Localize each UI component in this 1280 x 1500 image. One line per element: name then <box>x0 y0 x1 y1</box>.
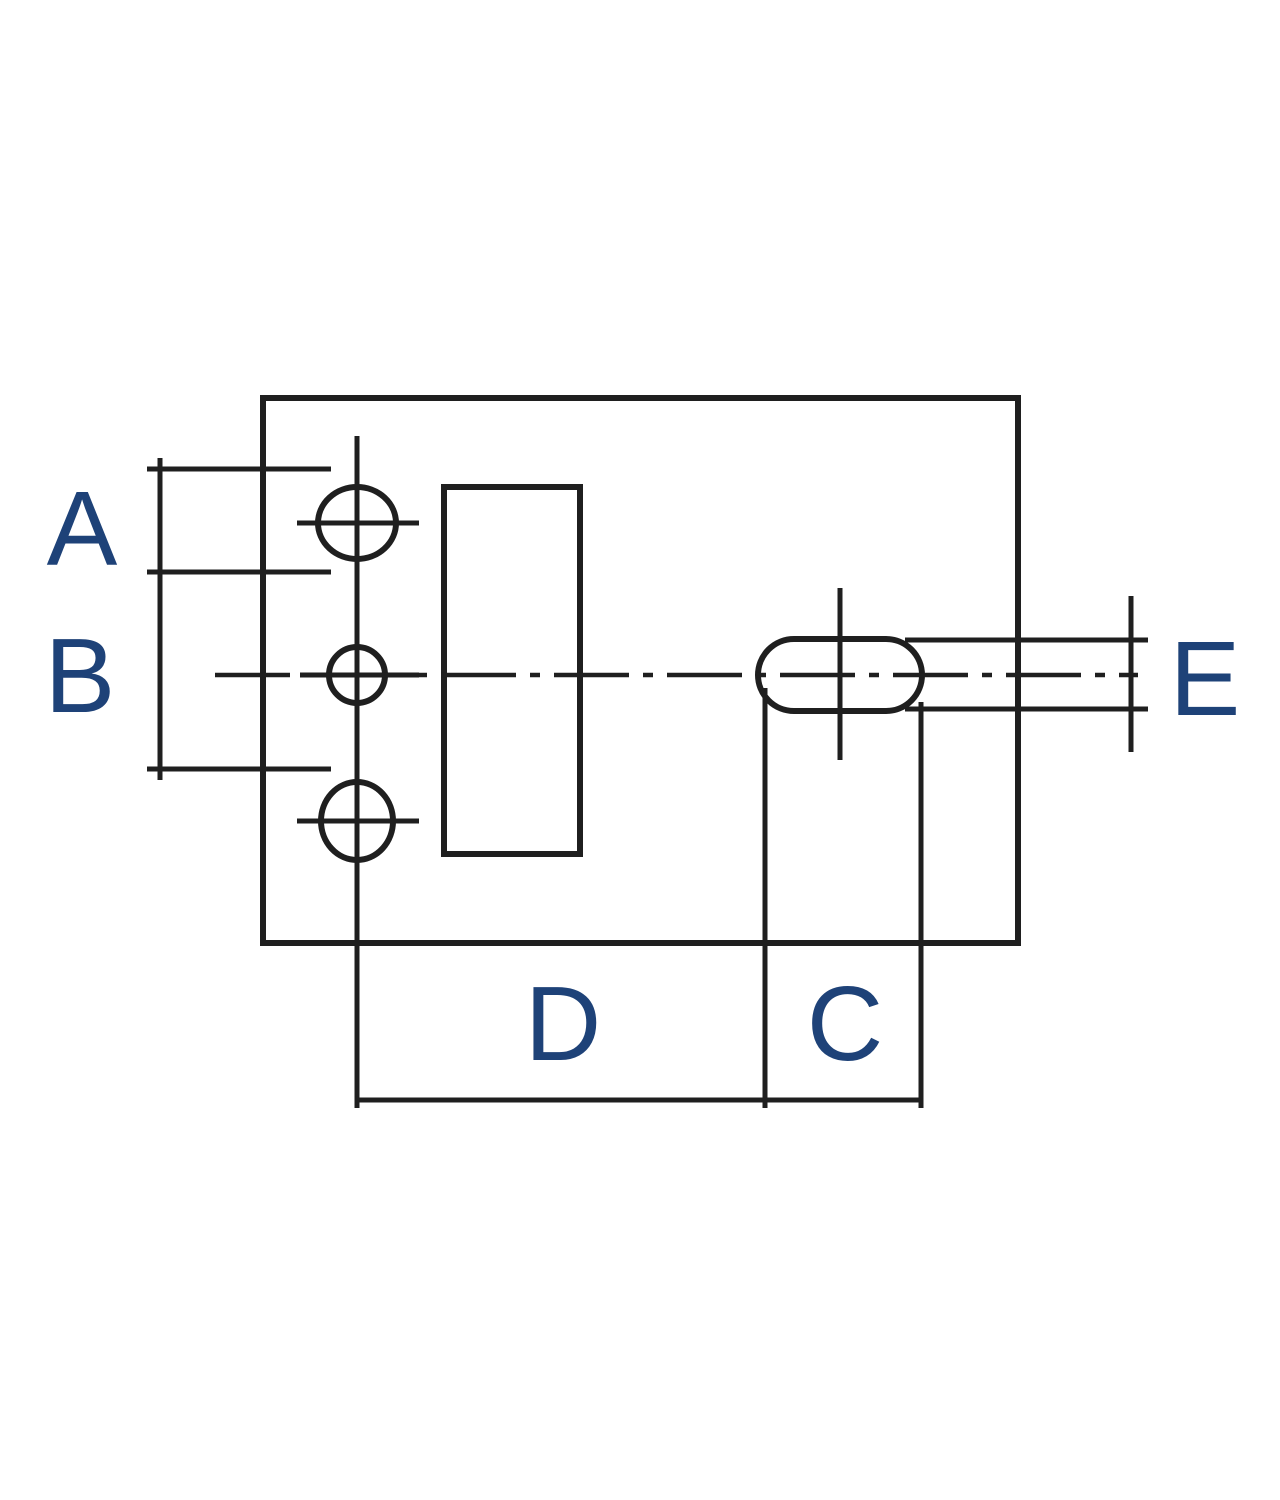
dimension-label-b: B <box>45 617 116 735</box>
dimension-label-a: A <box>47 470 118 588</box>
drawing-lines <box>147 395 1148 1108</box>
part-outline <box>260 395 1021 946</box>
dimension-labels: A B E D C <box>45 470 1241 1083</box>
rectangular-slot <box>441 484 583 857</box>
dimension-label-c: C <box>807 965 884 1083</box>
dimension-label-d: D <box>525 965 602 1083</box>
dimension-label-e: E <box>1170 620 1241 738</box>
